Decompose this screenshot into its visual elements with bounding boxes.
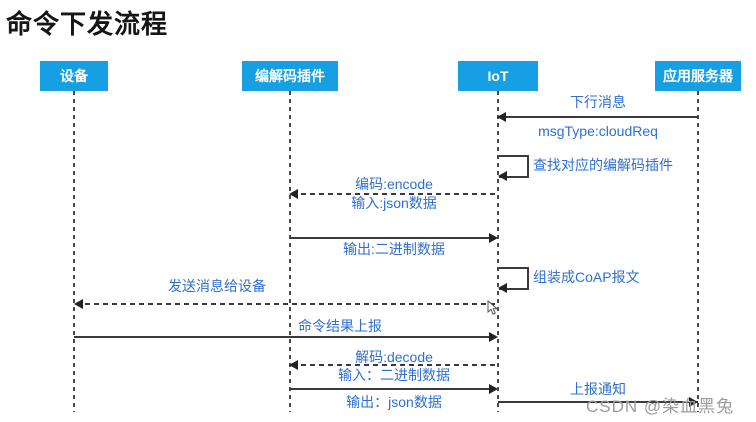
msg-binary-out-line — [290, 237, 492, 239]
msg-downlink-label: 下行消息 — [570, 94, 626, 110]
msg-find-codec-label: 查找对应的编解码插件 — [533, 157, 673, 173]
msg-binary-out-label: 输出:二进制数据 — [343, 241, 445, 257]
actor-codec-plugin: 编解码插件 — [242, 61, 338, 91]
msg-decode-label: 解码:decode — [355, 349, 433, 365]
lifeline-device — [73, 91, 75, 412]
msg-cmd-result-arrowhead-icon — [489, 332, 498, 342]
lifeline-iot — [497, 91, 499, 412]
msg-encode-label: 编码:encode — [355, 176, 433, 192]
msg-encode-line — [292, 193, 496, 195]
watermark-text: CSDN @染血黑兔 — [586, 397, 735, 416]
msg-coap-selfloop — [499, 267, 529, 290]
msg-encode-sublabel: 输入:json数据 — [351, 195, 437, 211]
actor-device: 设备 — [40, 61, 108, 91]
msg-binary-out-arrowhead-icon — [489, 233, 498, 243]
msg-find-codec-arrowhead-icon — [498, 171, 507, 181]
page-title: 命令下发流程 — [6, 9, 169, 39]
msg-encode-arrowhead-icon — [289, 189, 298, 199]
msg-send-device-line — [76, 303, 496, 305]
msg-json-out-arrowhead-icon — [489, 384, 498, 394]
msg-send-device-arrowhead-icon — [74, 299, 83, 309]
msg-coap-label: 组装成CoAP报文 — [533, 269, 640, 285]
msg-decode-line — [292, 364, 496, 366]
msg-cmd-result-label: 命令结果上报 — [298, 318, 382, 334]
msg-downlink-arrowhead-icon — [497, 112, 506, 122]
msg-coap-arrowhead-icon — [498, 283, 507, 293]
msg-json-out-line — [290, 388, 492, 390]
lifeline-codec-plugin — [289, 91, 291, 412]
msg-json-out-label: 输出：json数据 — [346, 394, 442, 410]
msg-report-notify-label: 上报通知 — [570, 381, 626, 397]
lifeline-app-server — [697, 91, 699, 412]
msg-cmd-result-line — [74, 336, 492, 338]
msg-send-device-label: 发送消息给设备 — [168, 278, 266, 294]
msg-decode-sublabel: 输入：二进制数据 — [338, 367, 450, 383]
mouse-cursor-icon — [487, 299, 499, 321]
actor-iot: IoT — [458, 61, 538, 91]
msg-downlink-line — [498, 116, 698, 118]
msg-downlink-sublabel: msgType:cloudReq — [538, 123, 658, 139]
msg-report-notify-line — [498, 401, 698, 403]
msg-find-codec-selfloop — [499, 155, 529, 178]
msg-report-notify-arrowhead-icon — [689, 397, 698, 407]
msg-decode-arrowhead-icon — [289, 360, 298, 370]
actor-app-server: 应用服务器 — [655, 61, 741, 91]
